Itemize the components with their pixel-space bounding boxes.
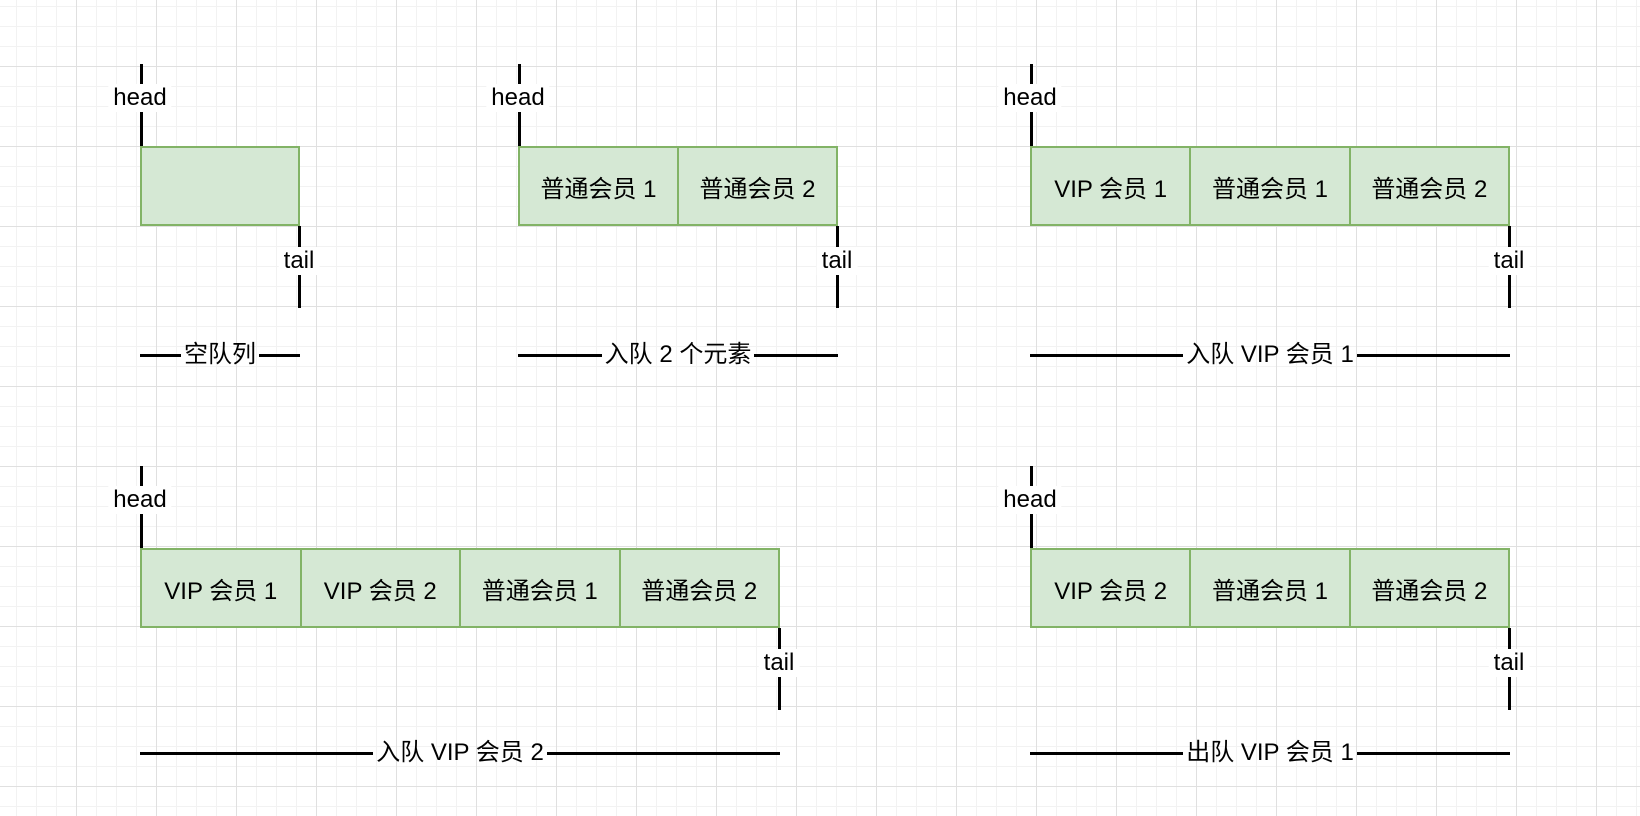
queue-cell: 普通会员 1 <box>1189 550 1348 626</box>
queue-cell: 普通会员 2 <box>618 550 779 626</box>
queue-cell: 普通会员 1 <box>459 550 619 626</box>
caption-line-left <box>1030 751 1184 755</box>
queue-box <box>140 146 300 226</box>
caption-line-right <box>1356 353 1511 357</box>
caption-line-right <box>754 353 838 357</box>
tail-label: tail <box>1488 247 1530 275</box>
caption-line-right <box>1356 751 1511 755</box>
caption-line-left <box>140 751 374 755</box>
caption-line-left <box>1030 353 1184 357</box>
caption-line-right <box>259 353 300 357</box>
head-label: head <box>108 486 172 514</box>
tail-label: tail <box>1488 649 1530 677</box>
queue-cell: VIP 会员 1 <box>164 577 278 605</box>
queue-cell: 普通会员 2 <box>1348 148 1508 224</box>
queue-cell <box>142 148 298 224</box>
caption-row: 入队 VIP 会员 1 <box>1030 340 1511 370</box>
caption: 出队 VIP 会员 1 <box>1186 739 1354 766</box>
caption-row: 空队列 <box>140 340 300 370</box>
queue-cell: VIP 会员 2 <box>1054 577 1168 605</box>
caption-row: 出队 VIP 会员 1 <box>1030 738 1511 768</box>
tail-label: tail <box>816 247 858 275</box>
caption: 入队 VIP 会员 1 <box>1186 341 1354 368</box>
head-label: head <box>486 84 550 112</box>
tail-label: tail <box>758 649 800 677</box>
queue-cell: 普通会员 1 <box>540 175 657 203</box>
queue-cell: 普通会员 2 <box>677 148 836 224</box>
caption-row: 入队 2 个元素 <box>518 340 838 370</box>
tail-label: tail <box>278 247 320 275</box>
queue-box: 普通会员 1 普通会员 2 <box>518 146 838 226</box>
caption: 入队 VIP 会员 2 <box>376 739 544 766</box>
caption-line-right <box>546 751 781 755</box>
caption-row: 入队 VIP 会员 2 <box>140 738 781 768</box>
head-label: head <box>998 486 1062 514</box>
caption: 入队 2 个元素 <box>604 341 752 368</box>
head-label: head <box>108 84 172 112</box>
head-label: head <box>998 84 1062 112</box>
queue-cell: VIP 会员 2 <box>299 550 460 626</box>
caption-line-left <box>140 353 181 357</box>
caption-line-left <box>518 353 602 357</box>
queue-cell: 普通会员 2 <box>1348 550 1508 626</box>
queue-cell: VIP 会员 1 <box>1054 175 1168 203</box>
queue-cell: 普通会员 1 <box>1189 148 1348 224</box>
caption: 空队列 <box>184 341 256 368</box>
